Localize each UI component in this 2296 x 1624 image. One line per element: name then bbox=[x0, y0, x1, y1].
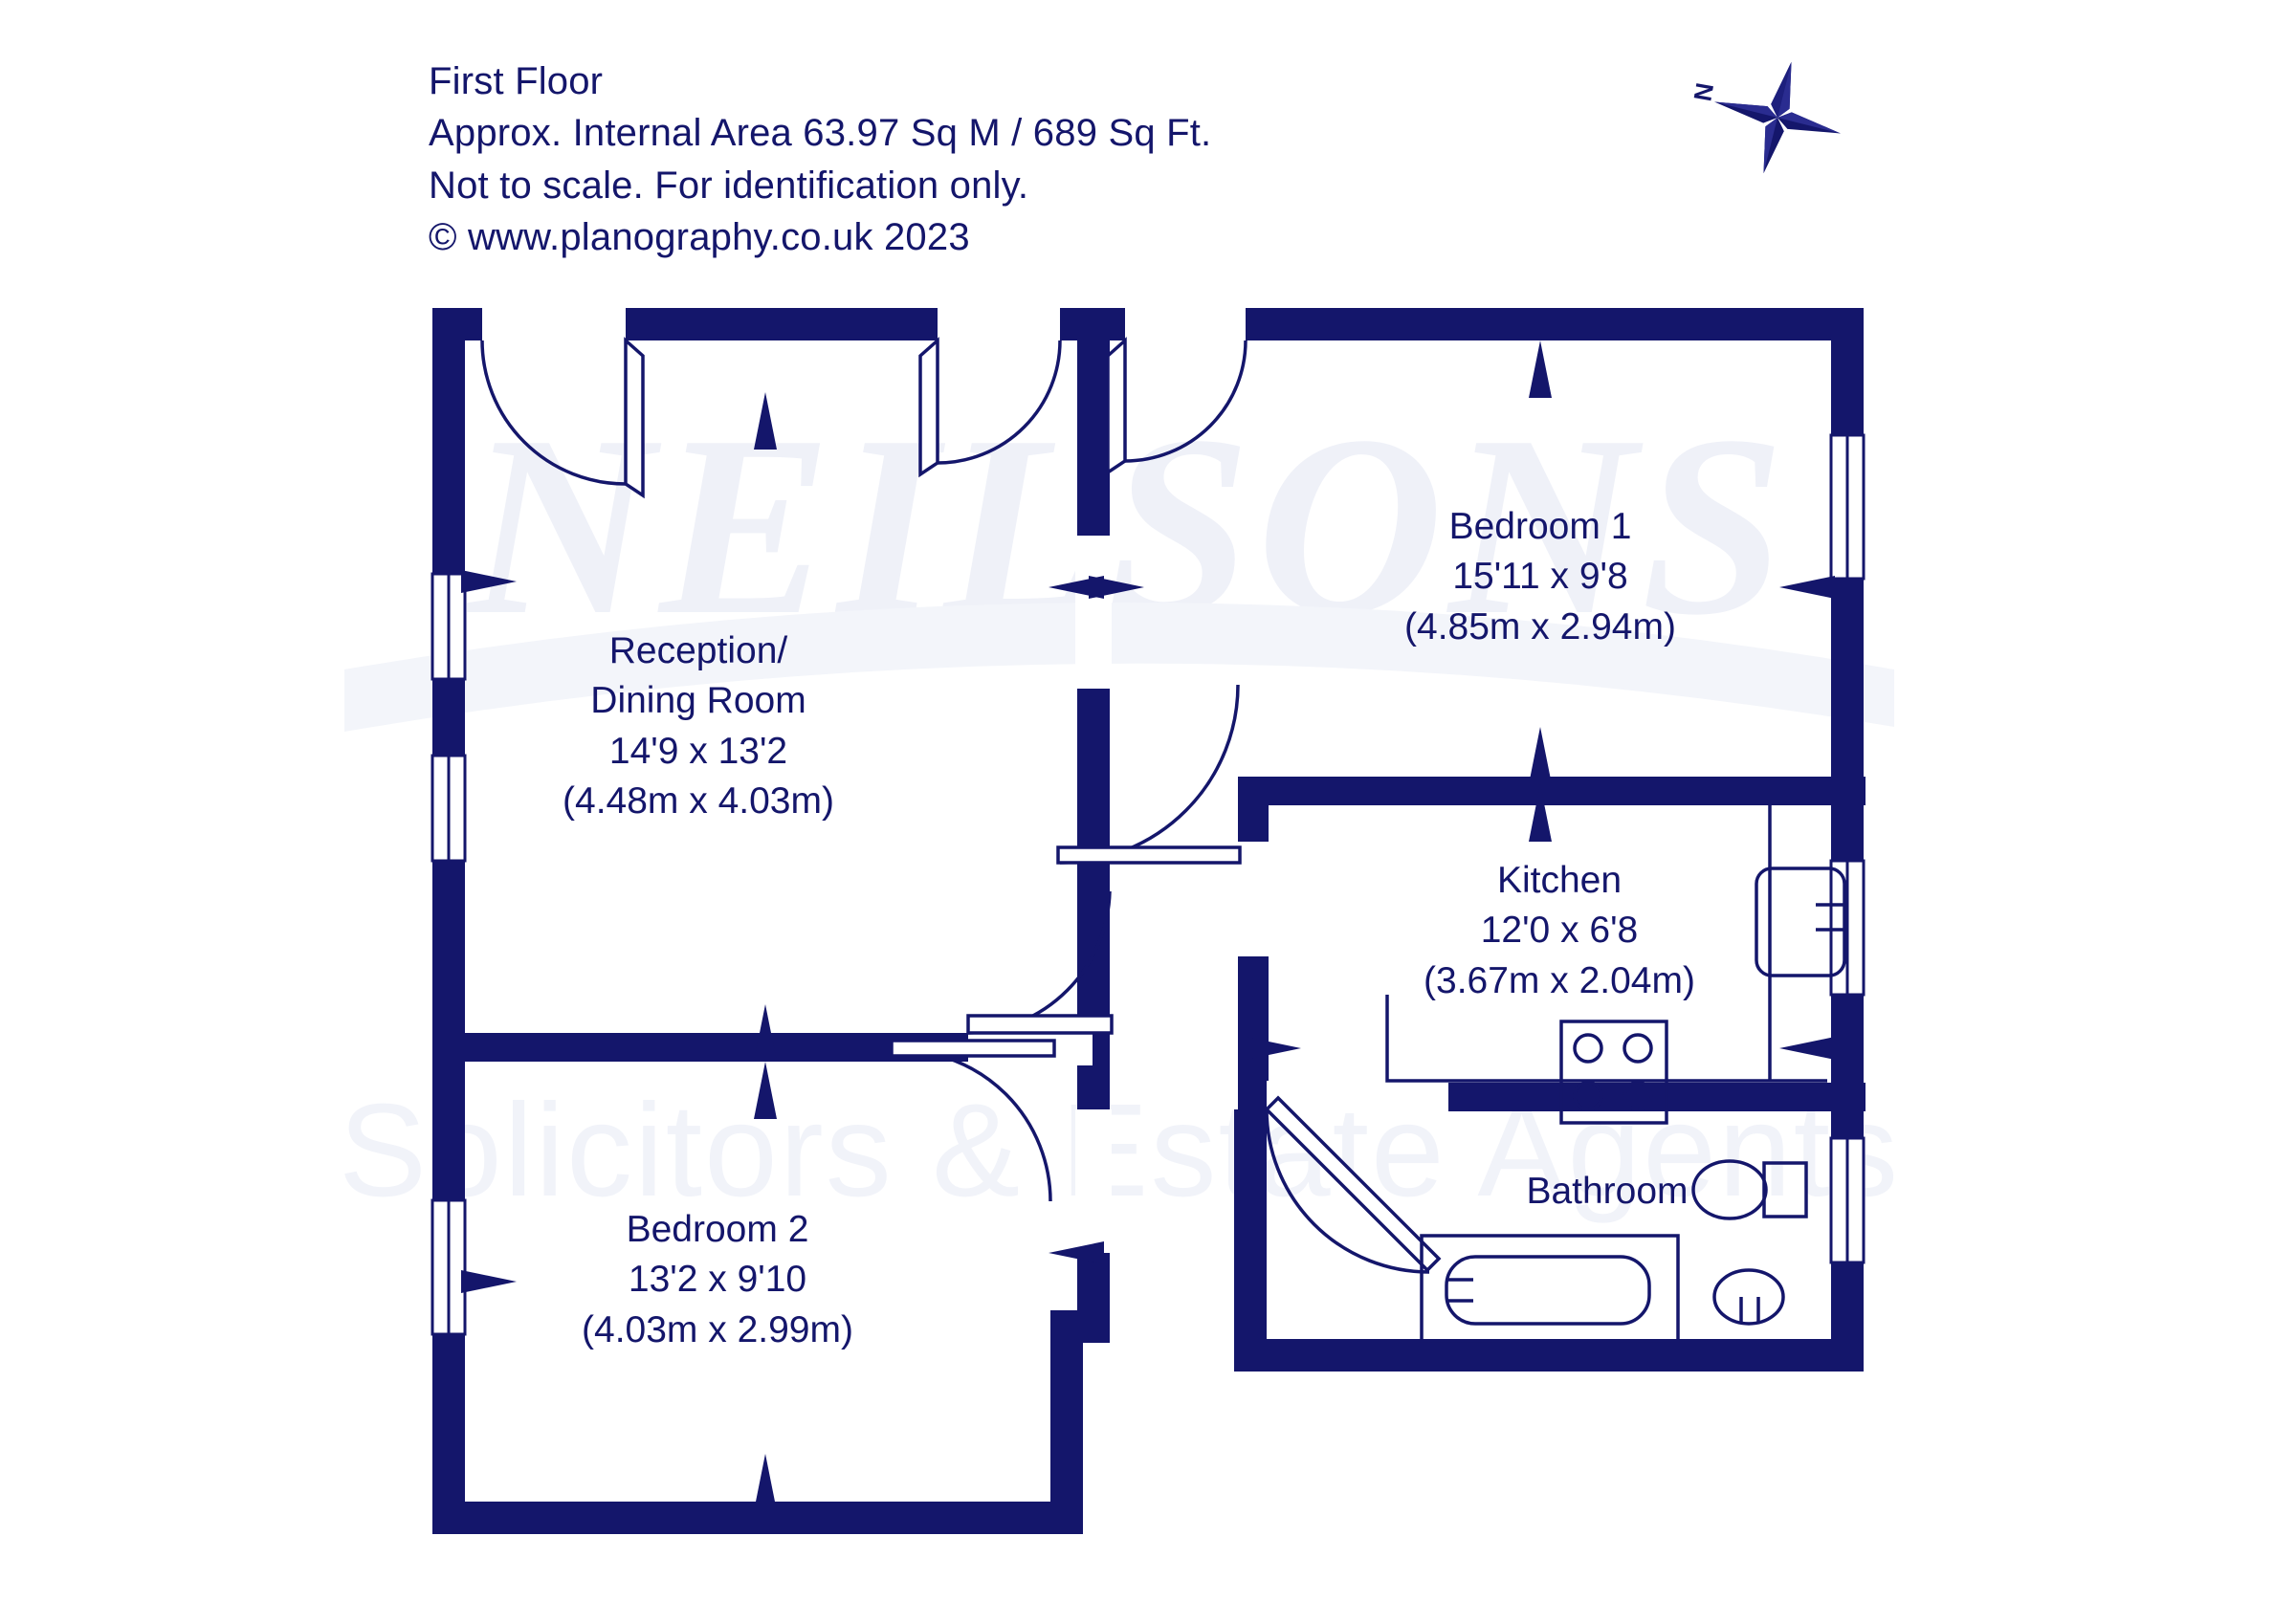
plan-header: First Floor Approx. Internal Area 63.97 … bbox=[429, 55, 1211, 264]
room-label-bedroom1: Bedroom 1 15'11 x 9'8 (4.85m x 2.94m) bbox=[1320, 502, 1760, 652]
room-label-bedroom2: Bedroom 2 13'2 x 9'10 (4.03m x 2.99m) bbox=[507, 1205, 928, 1355]
room-name: Bedroom 2 bbox=[626, 1209, 809, 1250]
compass-north-label: N bbox=[1693, 80, 1719, 103]
room-name-line2: Dining Room bbox=[590, 680, 806, 722]
room-dims-metric: (4.85m x 2.94m) bbox=[1404, 605, 1676, 647]
room-dims-metric: (4.03m x 2.99m) bbox=[582, 1308, 853, 1350]
view-arrows bbox=[461, 340, 1835, 1511]
room-dims-imperial: 12'0 x 6'8 bbox=[1480, 910, 1639, 952]
page-title: First Floor bbox=[429, 60, 604, 102]
room-label-reception: Reception/ Dining Room 14'9 x 13'2 (4.48… bbox=[497, 626, 899, 826]
room-name: Bathroom bbox=[1526, 1171, 1689, 1212]
room-dims-metric: (3.67m x 2.04m) bbox=[1424, 959, 1695, 1001]
bathroom-fixtures bbox=[1420, 1159, 1808, 1343]
door-leaves bbox=[624, 337, 1442, 1273]
room-dims-metric: (4.48m x 4.03m) bbox=[563, 779, 834, 822]
internal-area-text: Approx. Internal Area 63.97 Sq M / 689 S… bbox=[429, 112, 1212, 155]
compass-rose: N bbox=[1688, 53, 1856, 196]
room-name-line1: Reception/ bbox=[608, 630, 788, 671]
room-name: Bedroom 1 bbox=[1448, 506, 1632, 547]
room-name: Kitchen bbox=[1496, 860, 1623, 901]
room-label-bathroom: Bathroom bbox=[1492, 1167, 1722, 1217]
room-dims-imperial: 15'11 x 9'8 bbox=[1452, 556, 1628, 598]
room-dims-imperial: 13'2 x 9'10 bbox=[628, 1259, 807, 1301]
window-glazing bbox=[430, 433, 1866, 1336]
kitchen-fixtures bbox=[1385, 805, 1848, 1125]
room-dims-imperial: 14'9 x 13'2 bbox=[608, 730, 788, 772]
room-label-kitchen: Kitchen 12'0 x 6'8 (3.67m x 2.04m) bbox=[1378, 856, 1741, 1006]
disclaimer-text: Not to scale. For identification only. bbox=[429, 164, 1029, 207]
copyright-text: © www.planography.co.uk 2023 bbox=[429, 216, 970, 259]
